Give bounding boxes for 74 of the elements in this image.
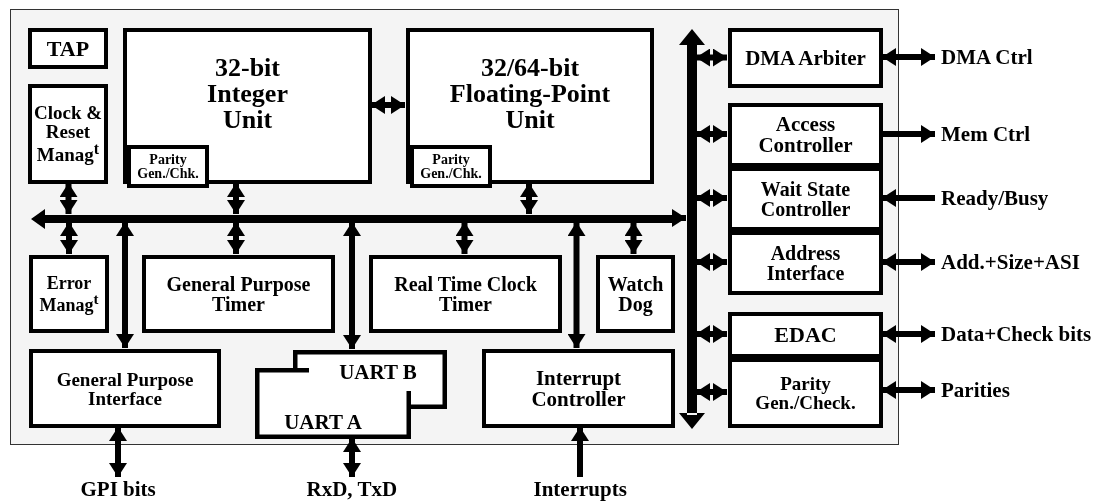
arrow: [624, 222, 643, 254]
block-label: General Purpose Timer: [165, 274, 312, 314]
arrow: [672, 209, 686, 227]
block-box: [728, 28, 883, 88]
signal-label: Mem Ctrl: [941, 123, 1031, 145]
arrow: [343, 222, 361, 349]
arrow: [60, 222, 78, 254]
block-label: UART A: [284, 412, 362, 433]
arrow: [371, 96, 405, 114]
chip-outline: [10, 9, 899, 445]
bus-bar: [31, 207, 673, 231]
signal-label: RxD, TxD: [306, 478, 398, 500]
arrow: [696, 253, 727, 271]
block-box: [28, 84, 108, 184]
block-label: Wait State Controller: [759, 179, 852, 219]
arrow: [109, 427, 127, 477]
arrow: [882, 381, 935, 399]
block-label: Error Manag$^{t}$: [38, 274, 100, 314]
arrow: [343, 438, 361, 477]
arrow: [227, 183, 245, 214]
block-label: Parity Gen./Chk.: [419, 152, 483, 181]
arrow: [882, 325, 935, 343]
signal-label: Interrupts: [533, 478, 627, 500]
block-box: [29, 255, 109, 333]
arrow: [696, 48, 727, 67]
arrow: [696, 125, 727, 143]
arrow: [571, 427, 589, 477]
block-label: Interrupt Controller: [530, 367, 627, 410]
arrow: [227, 222, 245, 254]
signal-label: DMA Ctrl: [941, 46, 1033, 68]
block-label: 32-bit Integer Unit: [206, 55, 289, 133]
block-box: [127, 145, 209, 188]
block-box: [410, 145, 492, 188]
arrow: [59, 183, 78, 214]
block-label: Parity Gen./Check.: [754, 374, 857, 412]
arrow: [882, 189, 935, 207]
block-box: [728, 103, 883, 167]
signal-label: Parities: [941, 379, 1010, 401]
arrow: [696, 383, 727, 401]
signal-label: GPI bits: [80, 478, 156, 500]
signal-label: Data+Check bits: [941, 323, 1092, 345]
block-box: [28, 28, 108, 69]
signal-label: Add.+Size+ASI: [941, 251, 1080, 273]
block-box: [482, 349, 675, 428]
signal-label: Ready/Busy: [941, 187, 1049, 209]
block-box: [596, 255, 675, 333]
block-box: [142, 255, 335, 333]
bus-bar: [679, 29, 705, 429]
block-box: [728, 312, 883, 358]
block-box: [29, 349, 221, 428]
block-label: EDAC: [774, 324, 837, 346]
block-label: TAP: [46, 37, 90, 60]
block-label: DMA Arbiter: [745, 47, 866, 69]
arrow: [520, 183, 538, 214]
block-label: Parity Gen./Chk.: [136, 152, 200, 181]
block-box: [728, 231, 883, 295]
block-label: Clock & Reset Manag$^{t}$: [33, 103, 103, 165]
arrow: [882, 253, 935, 271]
block-label: General Purpose Interface: [55, 369, 195, 408]
block-label: Address Interface: [765, 243, 846, 283]
arrow: [455, 222, 474, 254]
block-label: Access Controller: [757, 114, 854, 156]
arrow: [696, 325, 727, 343]
arrow: [696, 189, 727, 207]
block-label: 32/64-bit Floating-Point Unit: [448, 55, 612, 133]
block-box: [728, 358, 883, 428]
arrow: [116, 222, 134, 348]
block-label: Watch Dog: [606, 274, 665, 314]
arrow: [882, 48, 935, 66]
arrow: [567, 222, 586, 348]
block-label: Real Time Clock Timer: [393, 274, 538, 314]
block-box: [369, 255, 562, 333]
arrow: [882, 125, 935, 143]
block-label: UART B: [339, 362, 417, 383]
